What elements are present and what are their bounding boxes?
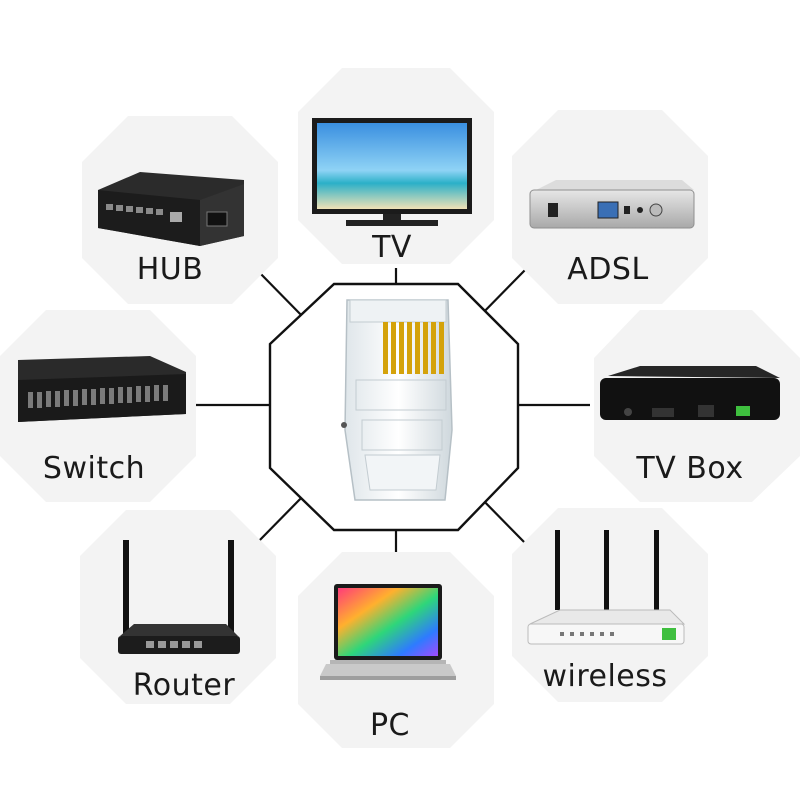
- tv-icon: [312, 118, 472, 226]
- line-router: [254, 490, 309, 546]
- device-label-router: Router: [133, 668, 236, 703]
- adsl-modem-icon: [529, 180, 695, 229]
- laptop-icon: [320, 584, 456, 680]
- device-label-tvbox: TV Box: [635, 451, 743, 486]
- device-router: Router: [80, 510, 276, 704]
- device-tvbox: TV Box: [594, 310, 800, 502]
- tv-box-icon: [600, 366, 780, 420]
- device-pc: PC: [298, 552, 494, 748]
- device-adsl: ADSL: [512, 110, 708, 304]
- device-label-pc: PC: [370, 708, 410, 743]
- center-node: [268, 282, 520, 532]
- rj45-connector-icon: [341, 299, 453, 501]
- device-hub: HUB: [82, 116, 278, 304]
- device-tv: TV: [298, 68, 494, 265]
- connector-lines: [192, 267, 590, 552]
- device-label-hub: HUB: [137, 252, 204, 287]
- wireless-router-icon: [527, 530, 686, 645]
- line-hub: [254, 267, 309, 323]
- router-icon: [118, 540, 240, 654]
- device-wireless: wireless: [512, 508, 708, 702]
- device-label-switch: Switch: [43, 451, 145, 486]
- hub-icon: [98, 172, 244, 246]
- device-label-tv: TV: [371, 230, 412, 265]
- device-label-adsl: ADSL: [567, 252, 648, 287]
- network-switch-icon: [18, 356, 186, 422]
- device-label-wireless: wireless: [542, 659, 667, 694]
- device-switch: Switch: [0, 310, 196, 502]
